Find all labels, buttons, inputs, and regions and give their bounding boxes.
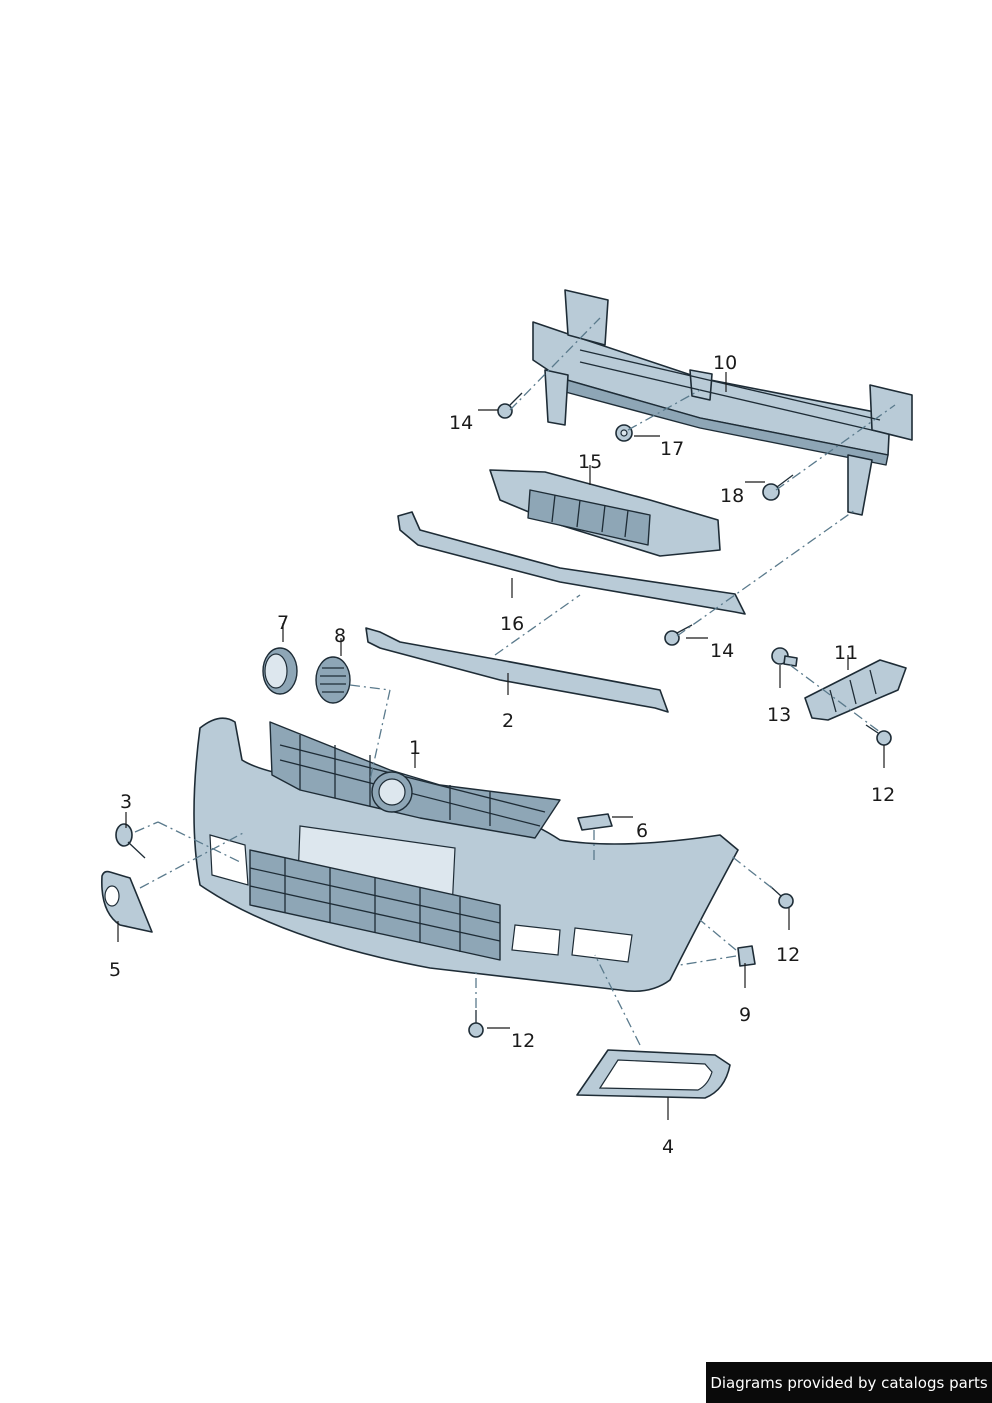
callout-4: 4: [662, 1136, 674, 1158]
attribution-text: Diagrams provided by catalogs parts: [710, 1373, 988, 1392]
callout-1: 1: [409, 737, 421, 759]
callout-9: 9: [739, 1004, 751, 1026]
callout-6: 6: [636, 820, 648, 842]
callout-12-bottom: 12: [511, 1030, 535, 1052]
callout-3: 3: [120, 791, 132, 813]
emblem-carrier: [315, 656, 351, 704]
screw-12-side: [769, 885, 794, 909]
bolt-14-lower: [664, 624, 693, 646]
callout-17: 17: [660, 438, 684, 460]
callout-18: 18: [720, 485, 744, 507]
callout-12-bracket: 12: [871, 784, 895, 806]
callout-14-upper: 14: [449, 412, 473, 434]
guide-strip-lower: [365, 627, 669, 713]
emblem-front: [262, 647, 298, 695]
spring-nut: [737, 945, 756, 967]
bolt-18: [762, 474, 794, 501]
callout-15: 15: [578, 451, 602, 473]
mounting-clip: [577, 813, 613, 831]
callout-5: 5: [109, 959, 121, 981]
leader-lines: [117, 372, 885, 1120]
callout-12-side: 12: [776, 944, 800, 966]
fog-light-grille-right: [576, 1049, 731, 1099]
screw-12-bracket: [865, 724, 892, 746]
energy-absorber: [489, 469, 721, 557]
lower-grille: [249, 849, 501, 961]
assembly-lines: [134, 317, 896, 1046]
callout-11: 11: [834, 642, 858, 664]
fog-light-trim-left: [101, 870, 153, 933]
screw-12-bottom: [468, 1010, 484, 1038]
guide-strip-upper: [397, 511, 746, 615]
callouts: 10 14 17 15 18 16 14 7 8 11 13 2 1 12 3 …: [109, 352, 895, 1158]
callout-13: 13: [767, 704, 791, 726]
bolt-14-upper: [497, 392, 523, 419]
callout-2: 2: [502, 710, 514, 732]
bumper-cover: [193, 717, 739, 993]
reinforcement-beam: [532, 289, 913, 516]
callout-14-lower: 14: [710, 640, 734, 662]
cover-plug: [115, 823, 146, 859]
side-guide-bracket: [804, 659, 907, 721]
callout-7: 7: [277, 612, 289, 634]
callout-10: 10: [713, 352, 737, 374]
callout-8: 8: [334, 625, 346, 647]
callout-16: 16: [500, 613, 524, 635]
attribution-banner: Diagrams provided by catalogs parts: [706, 1362, 992, 1403]
nut-17: [615, 424, 633, 442]
bolt-13: [771, 647, 798, 667]
